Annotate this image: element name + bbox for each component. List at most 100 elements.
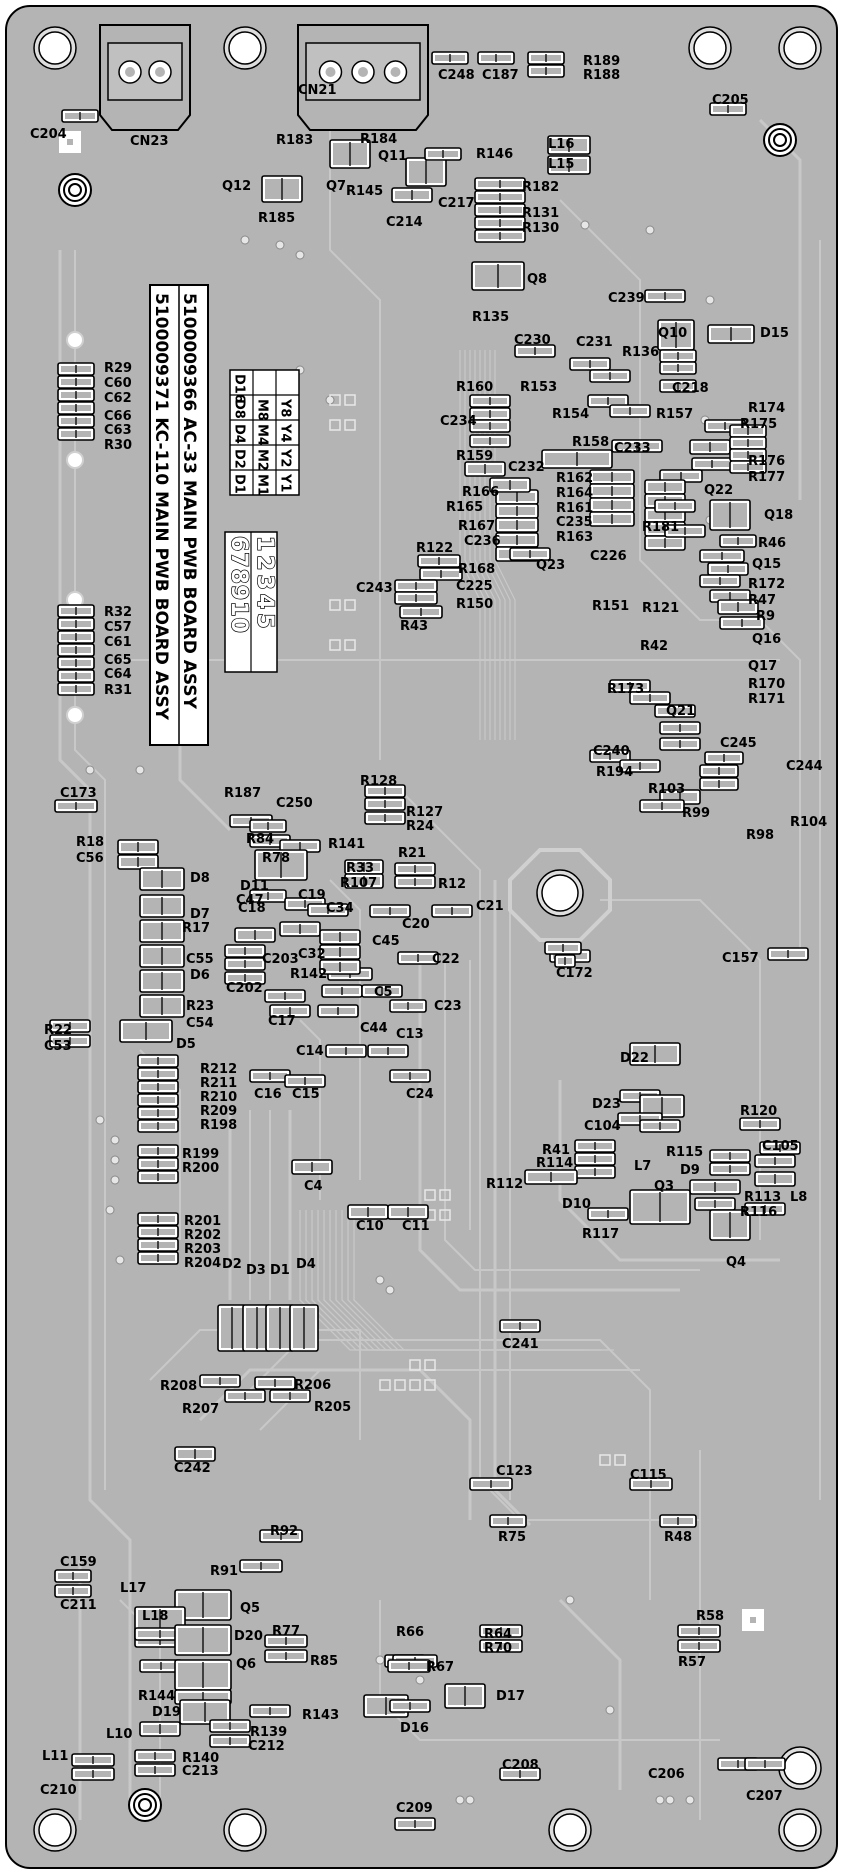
component-footprint	[264, 1649, 308, 1663]
component-footprint	[199, 1374, 241, 1388]
component-footprint	[319, 929, 361, 945]
component-footprint	[431, 904, 473, 918]
component-footprint	[709, 499, 751, 531]
component-label: R209	[200, 1104, 237, 1119]
component-label: R77	[272, 1624, 300, 1639]
component-label: C245	[720, 736, 757, 751]
component-footprint	[57, 682, 95, 696]
component-label: D2	[222, 1257, 242, 1272]
component-footprint	[391, 187, 433, 203]
component-footprint	[137, 1225, 179, 1239]
setting-table-cell: D4	[232, 424, 247, 444]
component-label: R98	[746, 828, 774, 843]
via	[85, 765, 95, 775]
component-label: Q5	[240, 1601, 260, 1616]
component-label: R140	[182, 1751, 219, 1766]
component-label: C234	[440, 414, 477, 429]
component-footprint	[574, 1139, 616, 1153]
component-footprint	[399, 605, 443, 619]
pad	[439, 1209, 451, 1221]
component-footprint	[417, 554, 461, 568]
component-footprint	[659, 379, 697, 393]
mounting-holes	[33, 26, 822, 1852]
pad	[409, 1359, 421, 1371]
component-label: R208	[160, 1379, 197, 1394]
hole-keepout	[508, 848, 612, 942]
component-footprint	[677, 1624, 721, 1638]
component-label: R29	[104, 361, 132, 376]
component-footprint	[389, 1699, 431, 1713]
component-footprint	[759, 1141, 801, 1155]
component-footprint	[699, 764, 739, 778]
component-footprint	[137, 1106, 179, 1120]
component-label: C213	[182, 1764, 219, 1779]
component-label: R122	[416, 541, 453, 556]
component-label: C53	[44, 1039, 72, 1054]
edge-hole	[66, 451, 84, 469]
component-footprint	[269, 1389, 311, 1403]
component-footprint	[431, 51, 469, 65]
component-label: D1	[270, 1263, 290, 1278]
component-footprint	[644, 289, 686, 303]
component-label: R151	[592, 599, 629, 614]
component-label: Q17	[748, 659, 777, 674]
component-label: R172	[748, 577, 785, 592]
component-footprint	[739, 1117, 781, 1131]
component-label: R92	[270, 1524, 298, 1539]
component-footprint	[57, 604, 95, 618]
component-label: R159	[456, 449, 493, 464]
setting-table-cell: Y2	[278, 448, 293, 467]
digit-row-1: 12345	[252, 536, 277, 633]
pad	[344, 394, 356, 406]
mounting-hole	[223, 26, 267, 70]
setting-table-cell: Y8	[278, 398, 293, 417]
component-label: C64	[104, 667, 132, 682]
component-footprint	[659, 1514, 697, 1528]
pad	[329, 639, 341, 651]
pad	[329, 599, 341, 611]
component-label: C19	[298, 888, 326, 903]
component-label: L7	[634, 1159, 651, 1174]
component-footprint	[629, 691, 671, 705]
component-label: R99	[682, 806, 710, 821]
component-label: C14	[296, 1044, 324, 1059]
component-footprint	[479, 1624, 523, 1638]
component-label: C204	[30, 127, 67, 142]
component-label: R114	[536, 1156, 573, 1171]
board-part-number-2: 5100009371 KC-110 MAIN PWB BOARD ASSY	[151, 293, 171, 721]
component-label: C157	[722, 951, 759, 966]
via	[465, 1795, 475, 1805]
component-footprint	[469, 419, 511, 433]
component-footprint	[279, 921, 321, 937]
component-footprint	[704, 751, 744, 765]
component-footprint	[474, 203, 526, 217]
component-label: D15	[760, 326, 789, 341]
component-label: C56	[76, 851, 104, 866]
component-label: C205	[712, 93, 749, 108]
component-footprint	[239, 1559, 283, 1573]
component-label: C248	[438, 68, 475, 83]
component-footprint	[289, 1304, 319, 1352]
component-label: R58	[696, 1609, 724, 1624]
trace	[329, 120, 381, 760]
mounting-hole	[688, 26, 732, 70]
via	[105, 1205, 115, 1215]
component-label: R181	[642, 520, 679, 535]
mounting-hole	[548, 1808, 592, 1852]
component-footprint	[174, 1446, 216, 1462]
component-footprint	[367, 1044, 409, 1058]
fiducial-square	[59, 131, 81, 153]
component-label: C239	[608, 291, 645, 306]
component-footprint	[307, 903, 349, 917]
component-footprint	[347, 1204, 389, 1220]
component-label: C210	[40, 1783, 77, 1798]
component-label: R150	[456, 597, 493, 612]
component-footprint	[134, 1749, 176, 1763]
component-footprint	[139, 919, 185, 943]
component-footprint	[547, 135, 591, 155]
setting-table-cell: D2	[232, 449, 247, 469]
connector-label: CN23	[130, 134, 169, 149]
component-footprint	[137, 1093, 179, 1107]
component-label: D5	[176, 1037, 196, 1052]
